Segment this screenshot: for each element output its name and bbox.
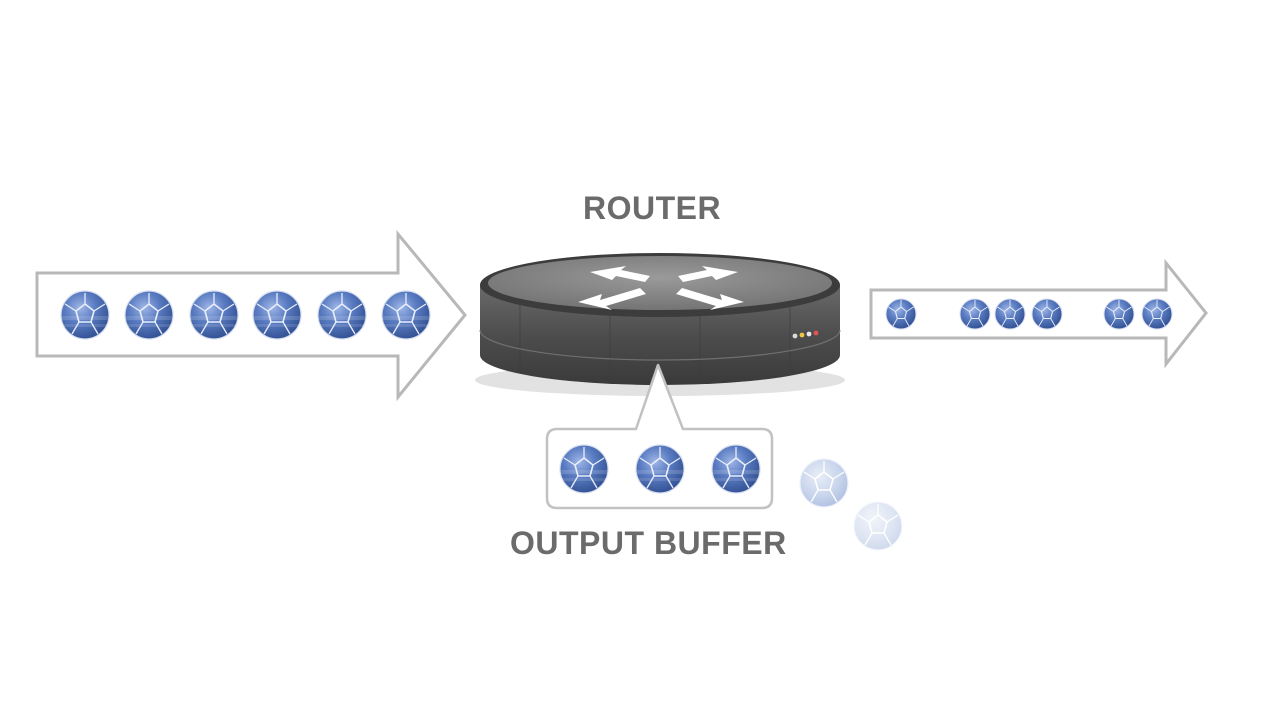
packet-ball-icon: [885, 298, 917, 330]
packet-ball-icon: [252, 290, 302, 340]
packet-ball-icon: [635, 444, 685, 494]
packet-ball-icon: [124, 290, 174, 340]
packet-ball-icon: [711, 444, 761, 494]
packet-ball-icon: [853, 501, 903, 551]
packet-ball-icon: [381, 290, 431, 340]
buffered-packets: [559, 444, 761, 494]
packet-ball-icon: [1141, 298, 1173, 330]
packet-ball-icon: [959, 298, 991, 330]
packet-ball-icon: [1031, 298, 1063, 330]
router-device-icon: [475, 253, 845, 396]
packet-ball-icon: [799, 458, 849, 508]
packet-ball-icon: [559, 444, 609, 494]
packet-ball-icon: [189, 290, 239, 340]
packet-ball-icon: [317, 290, 367, 340]
packet-ball-icon: [994, 298, 1026, 330]
router-label: ROUTER: [583, 190, 722, 226]
incoming-flow-arrow-icon: [35, 229, 467, 402]
output-buffer-label: OUTPUT BUFFER: [510, 525, 787, 561]
dropped-packets: [799, 458, 903, 551]
packet-ball-icon: [1103, 298, 1135, 330]
packet-ball-icon: [60, 290, 110, 340]
